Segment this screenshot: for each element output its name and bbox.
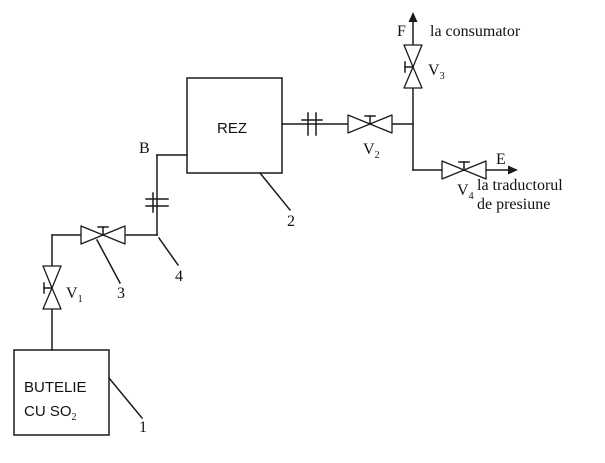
point-f-label: F bbox=[397, 23, 406, 40]
valve-v3-icon bbox=[403, 44, 423, 89]
outlet-consumer-label: la consumator bbox=[430, 23, 521, 40]
valve-3-icon bbox=[80, 225, 126, 245]
arrow-f-icon bbox=[408, 12, 418, 22]
valve-v3-label: V3 bbox=[428, 62, 445, 82]
tank: REZ bbox=[186, 77, 283, 174]
valve-v1-label: V1 bbox=[66, 285, 83, 305]
valve-v4-label: V4 bbox=[457, 182, 474, 202]
arrow-e-icon bbox=[508, 165, 518, 175]
outlet-transducer-line1: la traductorul bbox=[477, 177, 563, 194]
callout-3: 3 bbox=[117, 285, 125, 302]
valve-v4-icon bbox=[441, 160, 487, 180]
outlet-transducer-line2: de presiune bbox=[477, 196, 550, 213]
callout-1: 1 bbox=[139, 419, 147, 436]
tank-label: REZ bbox=[217, 120, 247, 137]
pipes bbox=[51, 17, 513, 351]
callout-2: 2 bbox=[287, 213, 295, 230]
gas-cylinder: BUTELIE CU SO2 bbox=[13, 349, 110, 436]
point-b-label: B bbox=[139, 140, 150, 157]
cylinder-label-line1: BUTELIE bbox=[24, 379, 87, 396]
valve-v2-label: V2 bbox=[363, 141, 380, 161]
flange-tank-icon bbox=[301, 112, 323, 136]
point-e-label: E bbox=[496, 151, 506, 168]
flange-4-icon bbox=[145, 192, 169, 213]
callout-4: 4 bbox=[175, 268, 183, 285]
valve-v1-icon bbox=[42, 265, 62, 310]
callout-leaders bbox=[95, 171, 292, 420]
valve-v2-icon bbox=[347, 114, 393, 134]
cylinder-label-line2: CU SO2 bbox=[24, 403, 77, 423]
